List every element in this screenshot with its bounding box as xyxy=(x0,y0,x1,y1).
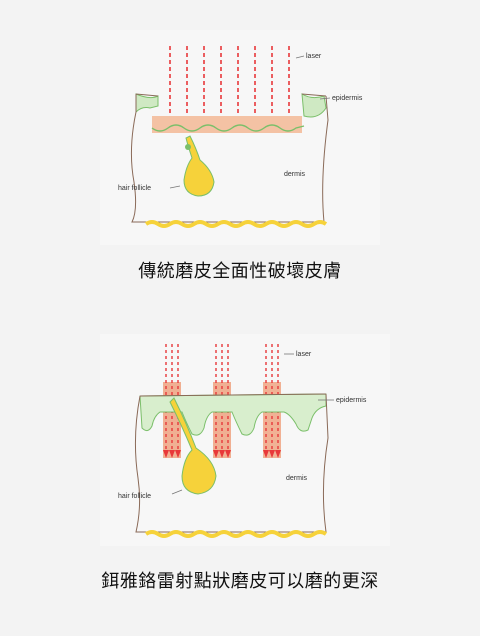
label-epidermis: epidermis xyxy=(336,397,367,404)
label-laser: laser xyxy=(306,53,322,60)
epidermis-layer xyxy=(139,393,327,436)
epidermis-left xyxy=(135,93,159,114)
basal-layer-line xyxy=(151,124,305,132)
skin-outline xyxy=(130,94,329,223)
subcutaneous-fat xyxy=(144,220,328,228)
fractional-resurfacing-panel: laser epidermis dermis hair follicle 鉺雅鉻… xyxy=(0,318,480,636)
hair-follicle xyxy=(183,135,215,197)
subcutaneous-fat xyxy=(144,530,328,538)
label-hair-follicle: hair follicle xyxy=(118,493,151,500)
epidermis-right xyxy=(301,93,327,118)
traditional-resurfacing-panel: laser epidermis dermis hair follicle 傳統磨… xyxy=(0,0,480,300)
label-dermis: dermis xyxy=(284,171,306,178)
label-laser: laser xyxy=(296,351,312,358)
fractional-resurfacing-diagram: laser epidermis dermis hair follicle xyxy=(100,334,390,546)
label-hair-follicle: hair follicle xyxy=(118,185,151,192)
caption-traditional: 傳統磨皮全面性破壞皮膚 xyxy=(138,261,342,282)
laser-beams xyxy=(169,46,290,122)
traditional-resurfacing-diagram: laser epidermis dermis hair follicle xyxy=(100,30,380,245)
skin-outline xyxy=(134,393,329,533)
hair-follicle xyxy=(169,397,217,495)
label-dermis: dermis xyxy=(286,475,308,482)
label-epidermis: epidermis xyxy=(332,95,363,102)
laser-arrowheads xyxy=(163,450,281,458)
ablated-layer xyxy=(152,116,302,133)
caption-fractional: 鉺雅鉻雷射點狀磨皮可以磨的更深 xyxy=(101,571,379,592)
